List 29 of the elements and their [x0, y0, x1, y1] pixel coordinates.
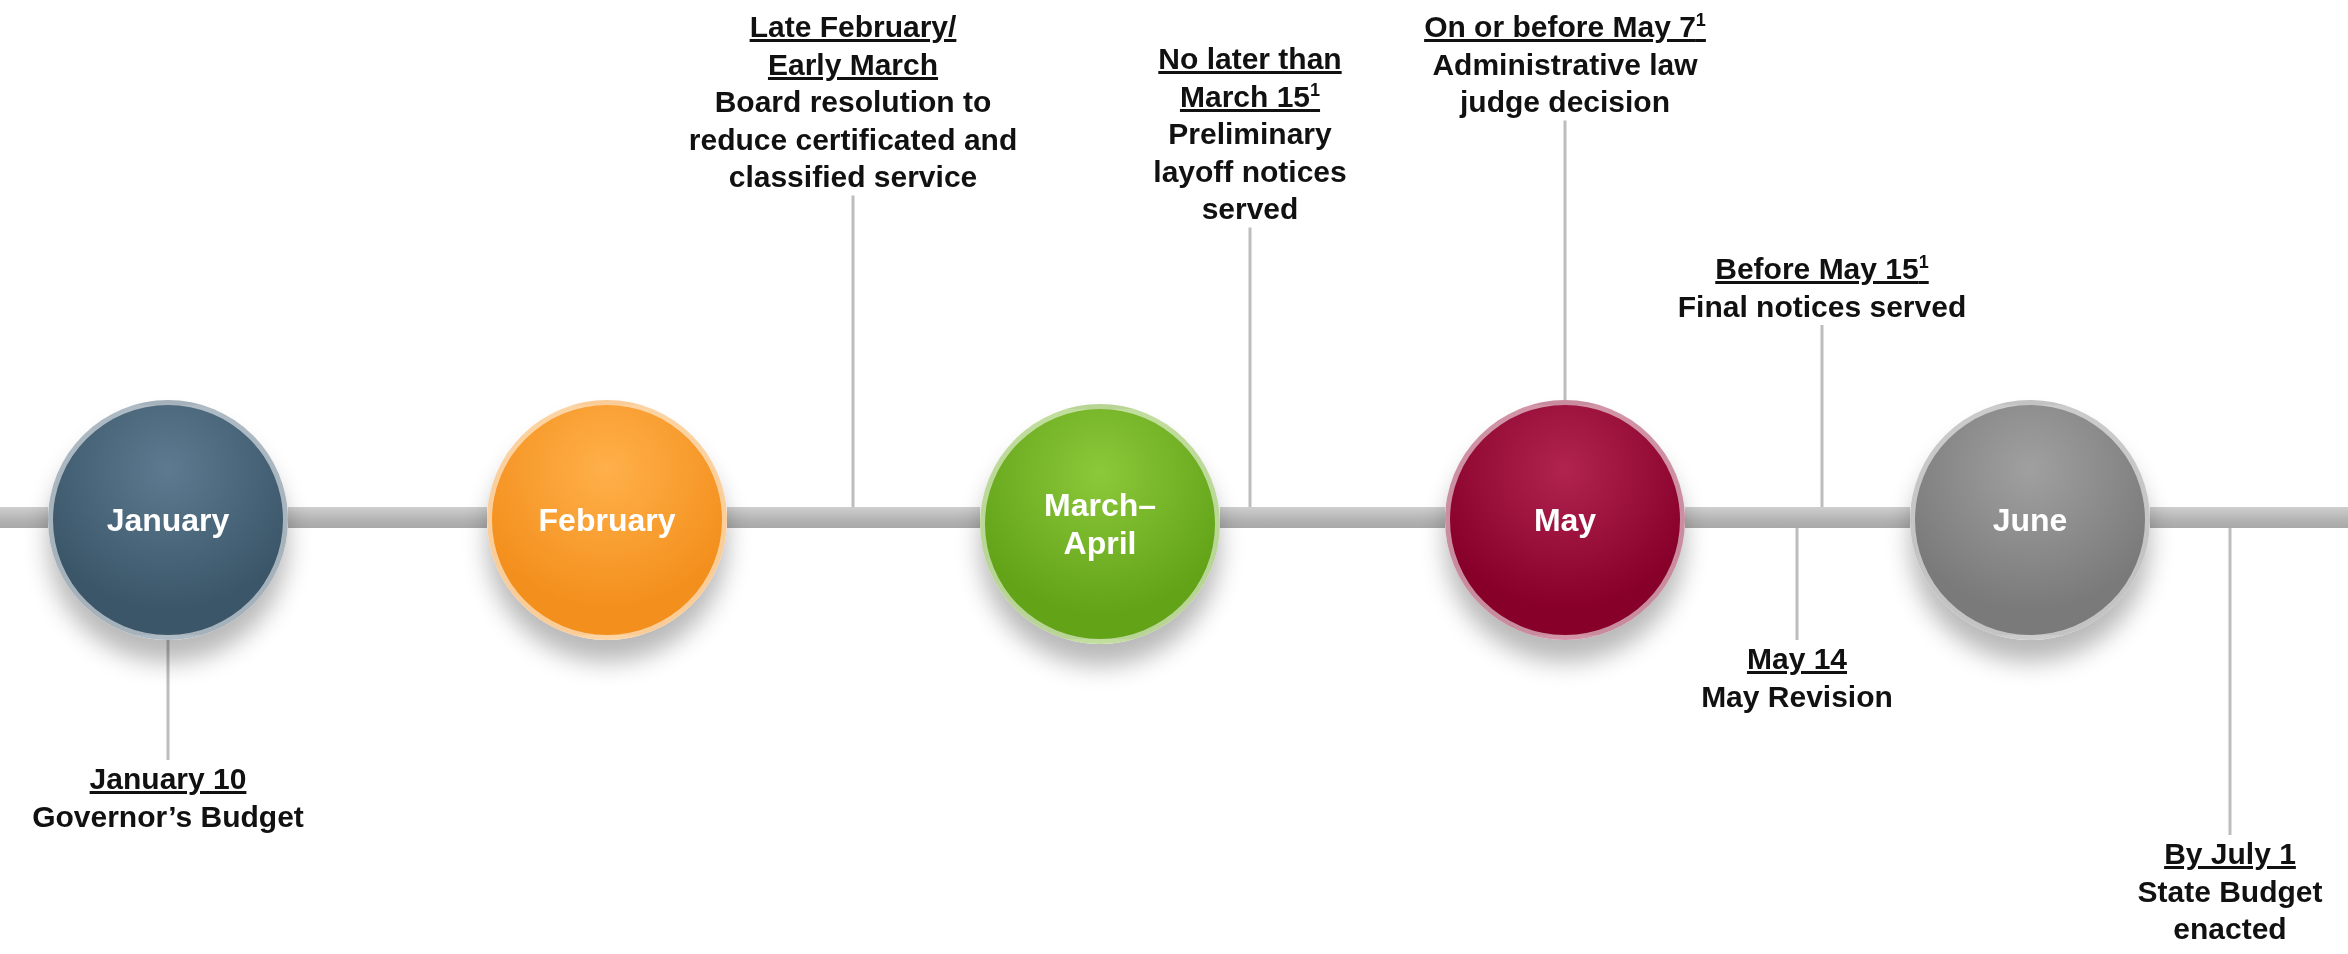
- event-description: Board resolution to reduce certificated and classified service: [687, 84, 1019, 195]
- leader-line: [1248, 227, 1252, 507]
- leader-line: [2228, 528, 2232, 835]
- date-heading: May 14: [1745, 641, 1849, 677]
- date-heading: By July 1: [2163, 836, 2297, 872]
- leader-line: [1563, 120, 1567, 400]
- timeline-segment: [1220, 507, 1445, 528]
- leader-line: [851, 195, 855, 507]
- timeline-segment: [288, 507, 487, 528]
- date-heading: No later than March 15$^{1}$: [1157, 41, 1343, 115]
- month-label: January: [106, 500, 230, 540]
- leader-line: [166, 640, 170, 760]
- month-label: March–April: [1042, 485, 1157, 563]
- event-description: State Budget enacted: [2136, 873, 2324, 947]
- month-label: February: [538, 500, 676, 540]
- date-heading: On or before May 7$^{1}$: [1423, 9, 1707, 45]
- month-label: May: [1533, 500, 1597, 540]
- date-heading: Late February/ Early March: [748, 9, 958, 83]
- leader-line: [1795, 528, 1799, 640]
- date-heading: January 10: [88, 761, 248, 797]
- month-label: June: [1992, 500, 2068, 540]
- event-description: Governor’s Budget: [31, 798, 305, 835]
- timeline-segment: [0, 507, 48, 528]
- event-description: May Revision: [1700, 678, 1894, 715]
- date-heading: Before May 15$^{1}$: [1714, 251, 1930, 287]
- timeline-segment: [1685, 507, 1910, 528]
- timeline-segment: [727, 507, 980, 528]
- timeline-segment: [2150, 507, 2348, 528]
- leader-line: [1820, 325, 1824, 507]
